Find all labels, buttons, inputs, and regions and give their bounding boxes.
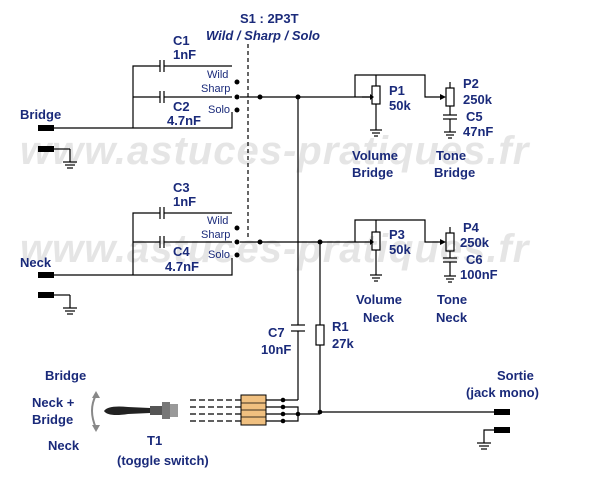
tone-bridge-caption-2: Bridge: [434, 165, 475, 180]
neck-input-jack: [38, 272, 77, 315]
neck-pos-wild: Wild: [207, 215, 228, 227]
output-jack: [477, 409, 510, 450]
sortie-sublabel: (jack mono): [466, 385, 539, 400]
tone-neck-caption-1: Tone: [437, 292, 467, 307]
neck-input-wires: [54, 212, 233, 276]
s1-subtitle: Wild / Sharp / Solo: [206, 28, 320, 43]
p1-resistor: [371, 85, 381, 105]
bridge-pos-wild: Wild: [207, 69, 228, 81]
c2-value: 4.7nF: [167, 113, 201, 128]
p3-value: 50k: [389, 242, 411, 257]
toggle-name: T1: [147, 433, 162, 448]
bridge-input-jack: [38, 125, 77, 169]
r1-resistor: [315, 324, 325, 346]
p4-value: 250k: [460, 235, 490, 250]
r1-value: 27k: [332, 336, 354, 351]
c4-name: C4: [173, 244, 190, 259]
c1-name: C1: [173, 33, 190, 48]
c3-name: C3: [173, 180, 190, 195]
toggle-pos-neck: Neck: [48, 438, 80, 453]
toggle-caption: (toggle switch): [117, 453, 209, 468]
watermark-bottom: www.astuces-pratiques.fr: [20, 227, 531, 271]
neck-input-label: Neck: [20, 255, 52, 270]
toggle-pos-neckbridge-1: Neck +: [32, 395, 75, 410]
bridge-pos-sharp: Sharp: [201, 83, 230, 95]
c7-value: 10nF: [261, 342, 291, 357]
r1-name: R1: [332, 319, 349, 334]
c4-value: 4.7nF: [165, 259, 199, 274]
p3-caption-1: Volume: [356, 292, 402, 307]
sortie-label: Sortie: [497, 368, 534, 383]
watermark-top: www.astuces-pratiques.fr: [20, 129, 531, 173]
p2-resistor: [445, 87, 455, 107]
p2-name: P2: [463, 76, 479, 91]
c6-value: 100nF: [460, 267, 498, 282]
tone-bridge-caption-1: Tone: [436, 148, 466, 163]
bridge-input-wires: [54, 65, 233, 129]
c5-value: 47nF: [463, 124, 493, 139]
c1-value: 1nF: [173, 47, 196, 62]
c7-name: C7: [268, 325, 285, 340]
neck-output-wires: [260, 219, 440, 243]
p1-value: 50k: [389, 98, 411, 113]
tone-neck-caption-2: Neck: [436, 310, 468, 325]
p3-caption-2: Neck: [363, 310, 395, 325]
c3-value: 1nF: [173, 194, 196, 209]
bridge-pos-solo: Solo: [208, 104, 230, 116]
p4-name: P4: [463, 220, 480, 235]
neck-pos-sharp: Sharp: [201, 229, 230, 241]
p2-value: 250k: [463, 92, 493, 107]
c2-name: C2: [173, 99, 190, 114]
bridge-output-wires: [260, 74, 440, 98]
bridge-input-label: Bridge: [20, 107, 61, 122]
c6-name: C6: [466, 252, 483, 267]
neck-pos-solo: Solo: [208, 249, 230, 261]
s1-title: S1 : 2P3T: [240, 11, 299, 26]
toggle-pos-neckbridge-2: Bridge: [32, 412, 73, 427]
output-vertical-wires: [297, 97, 321, 412]
c5-name: C5: [466, 109, 483, 124]
p1-caption-2: Bridge: [352, 165, 393, 180]
p1-caption-1: Volume: [352, 148, 398, 163]
p1-name: P1: [389, 83, 405, 98]
toggle-pos-bridge: Bridge: [45, 368, 86, 383]
p3-name: P3: [389, 227, 405, 242]
toggle-lever-icon: [91, 391, 178, 432]
